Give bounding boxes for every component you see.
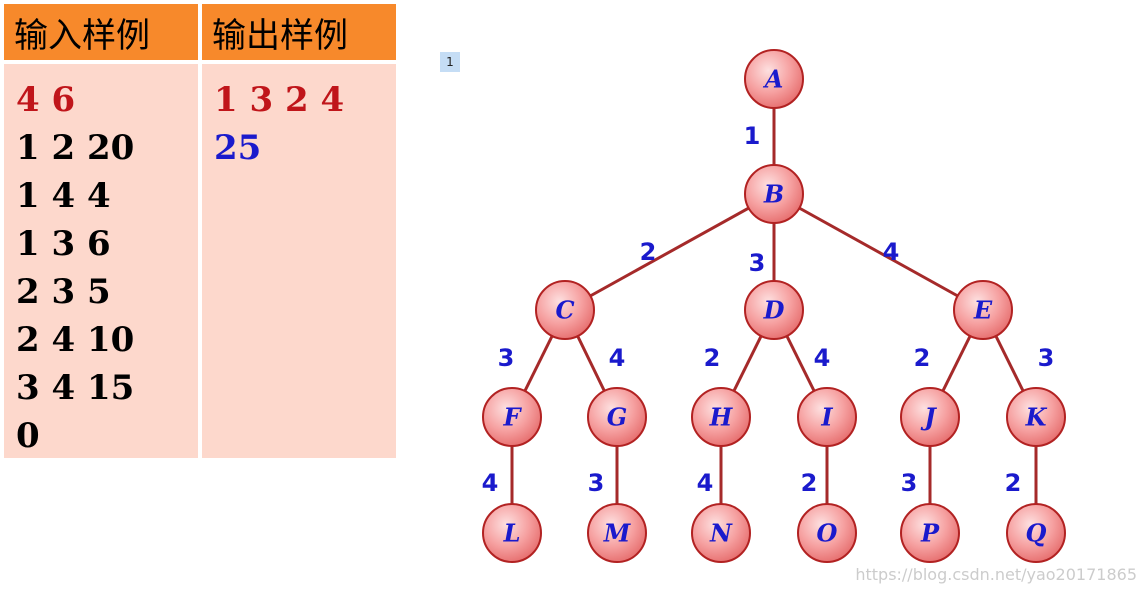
node-label: O: [817, 519, 838, 548]
output-line: 1 3 2 4: [214, 80, 345, 120]
edge-weight-K-Q: 2: [1005, 469, 1022, 497]
output-header: 输出样例: [202, 4, 396, 60]
node-circle: [744, 280, 804, 340]
input-line: 3 4 15: [16, 368, 135, 408]
edge-weight-A-B: 1: [744, 122, 761, 150]
node-A: A: [744, 49, 804, 109]
node-M: M: [587, 503, 647, 563]
node-label: P: [920, 519, 940, 548]
node-label: I: [820, 403, 833, 432]
edge-weight-J-P: 3: [901, 469, 918, 497]
node-label: C: [555, 296, 574, 325]
node-label: B: [763, 180, 784, 209]
node-circle: [1006, 387, 1066, 447]
node-label: F: [502, 403, 522, 432]
node-D: D: [744, 280, 804, 340]
node-circle: [691, 503, 751, 563]
input-line: 0: [16, 416, 40, 456]
node-circle: [535, 280, 595, 340]
edge-weight-E-K: 3: [1038, 344, 1055, 372]
node-label: G: [607, 403, 628, 432]
node-circle: [1006, 503, 1066, 563]
node-label: K: [1025, 403, 1048, 432]
node-P: P: [900, 503, 960, 563]
page-number-badge: 1: [440, 52, 460, 72]
edge-B-C: [564, 192, 775, 312]
output-line: 25: [214, 128, 262, 168]
node-B: B: [744, 164, 804, 224]
edge-weight-B-C: 2: [640, 238, 657, 266]
node-Q: Q: [1006, 503, 1066, 563]
input-cell: 4 6 1 2 20 1 4 4 1 3 6 2 3 5 2 4 10 3 4 …: [4, 64, 198, 458]
input-line: 1 2 20: [16, 128, 135, 168]
node-circle: [482, 387, 542, 447]
node-label: H: [709, 403, 734, 432]
node-E: E: [953, 280, 1013, 340]
node-J: J: [900, 387, 960, 447]
edge-weight-B-E: 4: [883, 238, 900, 266]
input-line: 2 3 5: [16, 272, 111, 312]
node-circle: [587, 503, 647, 563]
input-line: 2 4 10: [16, 320, 135, 360]
edge-B-E: [773, 192, 984, 312]
input-line: 1 3 6: [16, 224, 111, 264]
node-circle: [797, 503, 857, 563]
edge-weight-D-I: 4: [814, 344, 831, 372]
node-circle: [900, 387, 960, 447]
edge-weight-G-M: 3: [588, 469, 605, 497]
node-H: H: [691, 387, 751, 447]
node-circle: [587, 387, 647, 447]
node-I: I: [797, 387, 857, 447]
input-line: 1 4 4: [16, 176, 111, 216]
sample-table: 输入样例 输出样例 4 6 1 2 20 1 4 4 1 3 6 2 3 5 2…: [4, 4, 396, 458]
edge-weight-B-D: 3: [749, 249, 766, 277]
node-label: M: [603, 519, 632, 548]
node-label: N: [709, 519, 733, 548]
node-label: L: [503, 519, 521, 548]
node-circle: [953, 280, 1013, 340]
node-F: F: [482, 387, 542, 447]
edge-weight-E-J: 2: [914, 344, 931, 372]
output-cell: 1 3 2 4 25: [202, 64, 396, 458]
node-label: Q: [1026, 519, 1047, 548]
edge-weight-D-H: 2: [704, 344, 721, 372]
node-O: O: [797, 503, 857, 563]
edge-weight-H-N: 4: [697, 469, 714, 497]
edge-weight-F-L: 4: [482, 469, 499, 497]
edge-weight-I-O: 2: [801, 469, 818, 497]
node-label: E: [973, 296, 993, 325]
edge-weight-C-G: 4: [609, 344, 626, 372]
node-circle: [900, 503, 960, 563]
node-circle: [744, 164, 804, 224]
edge-weight-C-F: 3: [498, 344, 515, 372]
node-G: G: [587, 387, 647, 447]
node-label: D: [763, 296, 785, 325]
node-circle: [797, 387, 857, 447]
node-circle: [744, 49, 804, 109]
node-L: L: [482, 503, 542, 563]
node-C: C: [535, 280, 595, 340]
node-circle: [691, 387, 751, 447]
input-header: 输入样例: [4, 4, 198, 60]
node-N: N: [691, 503, 751, 563]
node-K: K: [1006, 387, 1066, 447]
input-line: 4 6: [16, 80, 76, 120]
node-label: J: [920, 403, 937, 432]
node-label: A: [763, 65, 784, 94]
node-circle: [482, 503, 542, 563]
watermark: https://blog.csdn.net/yao20171865: [855, 565, 1137, 584]
